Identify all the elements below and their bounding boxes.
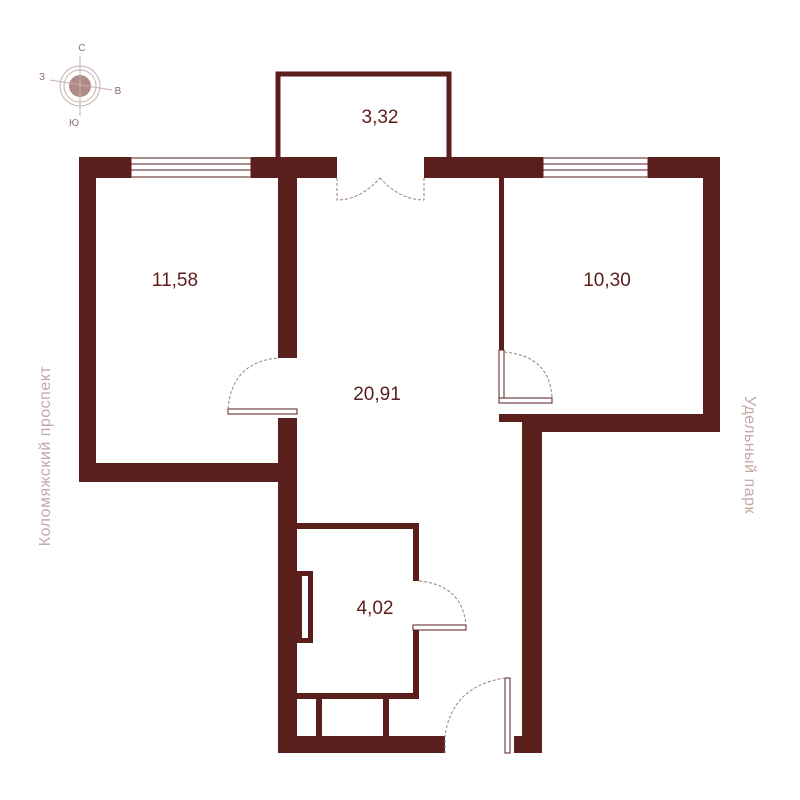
compass-north: С [78,43,85,54]
bathroom-wall-right-upper [413,523,419,581]
door-left-room [227,357,298,415]
compass-west: З [39,72,45,83]
bathroom-wall-bottom [297,693,419,699]
wall-hall-right [522,414,542,753]
wall-bottom [278,736,445,753]
area-bedroom-right: 10,30 [583,270,631,291]
bathroom-wall-top [297,523,419,529]
wall-top-right [648,157,720,178]
wall-left-partition-upper [278,157,297,358]
wall-right-outer [703,157,720,432]
balcony-outline [275,71,452,158]
wall-left-outer [79,157,96,482]
area-hall: 20,91 [353,384,401,405]
window-right [542,157,649,178]
wall-top-mid-right [428,157,543,178]
area-bedroom-left: 11,58 [152,270,198,291]
compass-east: В [115,86,122,97]
wall-hall-left [278,463,297,753]
compass-south: Ю [69,118,79,129]
area-bathroom: 4,02 [357,598,394,619]
door-bathroom [412,580,467,631]
bathroom-post-1 [316,693,322,738]
compass-icon: С З В Ю [39,43,122,129]
wall-right-bottom [522,414,720,432]
wall-right-partition [499,178,504,350]
bathroom-post-2 [383,693,389,738]
area-balcony: 3,32 [362,107,399,128]
door-balcony [333,157,428,201]
street-right-label: Удельный парк [741,396,758,514]
door-entrance [444,677,511,754]
bathroom-wall-right-lower [413,625,419,699]
door-right-room [498,349,553,404]
window-left [130,157,252,178]
wall-right-corner [499,414,539,422]
wall-left-bottom [79,463,297,482]
street-left-label: Коломяжский проспект [37,366,54,547]
